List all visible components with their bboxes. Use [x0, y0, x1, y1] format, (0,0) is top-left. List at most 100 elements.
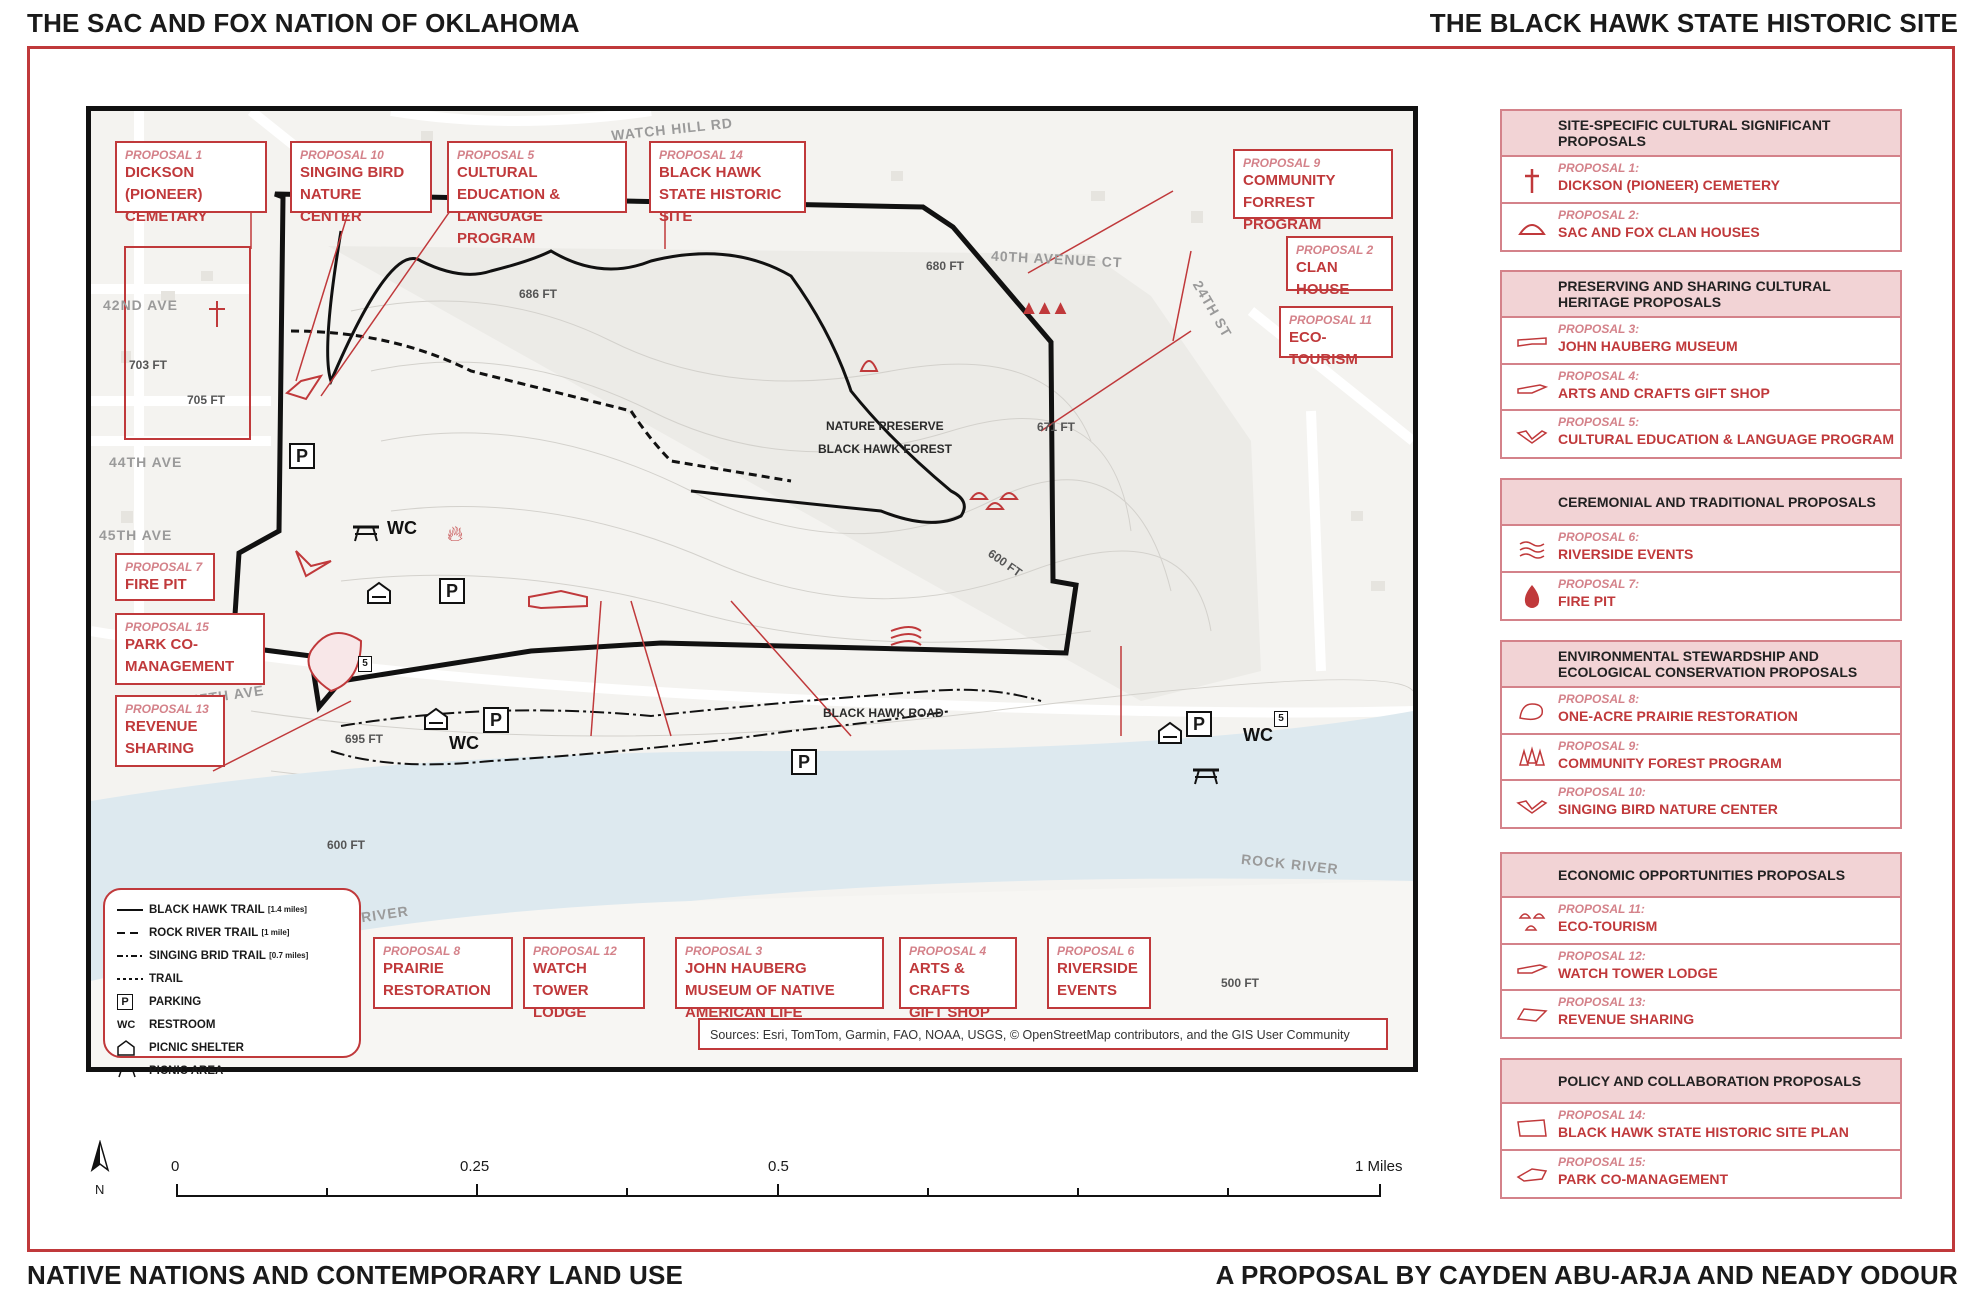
callout-number: PROPOSAL 5 [457, 148, 535, 162]
callout-number: PROPOSAL 15 [125, 620, 209, 634]
panel-item[interactable]: PROPOSAL 9:COMMUNITY FOREST PROGRAM [1500, 735, 1902, 781]
callout-number: PROPOSAL 11 [1289, 313, 1372, 327]
callout-title: RIVERSIDE EVENTS [1057, 960, 1138, 999]
scale-tick-label: 1 Miles [1355, 1158, 1403, 1175]
route-shield: 5 [358, 656, 372, 672]
panel-item[interactable]: PROPOSAL 5:CULTURAL EDUCATION & LANGUAGE… [1500, 411, 1902, 459]
scale-tick-label: 0 [171, 1158, 180, 1175]
callout-title: BLACK HAWK STATE HISTORIC SITE [659, 164, 782, 225]
rock-river [91, 711, 1413, 981]
panel-item[interactable]: PROPOSAL 1:DICKSON (PIONEER) CEMETERY [1500, 157, 1902, 204]
panel-item[interactable]: PROPOSAL 8:ONE-ACRE PRAIRIE RESTORATION [1500, 688, 1902, 735]
fire-icon [1524, 585, 1540, 608]
panel-item[interactable]: PROPOSAL 10:SINGING BIRD NATURE CENTER [1500, 781, 1902, 829]
parking-legend-icon: P [117, 993, 133, 1010]
black-hawk-trail [326, 230, 966, 524]
header-left-title: THE SAC AND FOX NATION OF OKLAHOMA [27, 8, 580, 38]
callout-number: PROPOSAL 13 [125, 702, 209, 716]
museum-shape [528, 589, 588, 610]
callout-number: PROPOSAL 12 [533, 944, 617, 958]
nature-preserve-label: NATURE PRESERVE [826, 419, 944, 433]
callout-proposal-15[interactable]: PROPOSAL 15 PARK CO-MANAGEMENT [115, 613, 265, 685]
street-label-44th: 44TH AVE [109, 454, 183, 470]
callout-title: ECO-TOURISM [1289, 329, 1358, 368]
panel-item[interactable]: PROPOSAL 3:JOHN HAUBERG MUSEUM [1500, 318, 1902, 365]
callout-proposal-2[interactable]: PROPOSAL 2 CLAN HOUSE [1286, 236, 1393, 298]
restroom-symbol: WC [449, 733, 479, 753]
header-right-title: THE BLACK HAWK STATE HISTORIC SITE [1429, 8, 1958, 38]
callout-title: PRAIRIE RESTORATION [383, 960, 491, 999]
callout-number: PROPOSAL 1 [125, 148, 203, 162]
prairie-shape [307, 632, 363, 693]
legend-row: BLACK HAWK TRAIL [1.4 miles] [117, 903, 307, 916]
cross-icon [1525, 169, 1539, 193]
restroom-legend-icon: WC [117, 1018, 136, 1031]
callout-proposal-6[interactable]: PROPOSAL 6 RIVERSIDE EVENTS [1047, 937, 1151, 1009]
panel-item[interactable]: PROPOSAL 7:FIRE PIT [1500, 573, 1902, 621]
panel-item[interactable]: PROPOSAL 14:BLACK HAWK STATE HISTORIC SI… [1500, 1104, 1902, 1151]
poster-frame [27, 46, 1955, 1252]
panel-group-header: SITE-SPECIFIC CULTURAL SIGNIFICANT PROPO… [1500, 109, 1902, 157]
panel-item[interactable]: PROPOSAL 2:SAC AND FOX CLAN HOUSES [1500, 204, 1902, 252]
callout-proposal-1[interactable]: PROPOSAL 1 DICKSON (PIONEER) CEMETARY [115, 141, 267, 225]
legend-row: ROCK RIVER TRAIL [1 mile] [117, 926, 290, 939]
co-management-icon [1516, 1168, 1548, 1182]
callout-number: PROPOSAL 6 [1057, 944, 1135, 958]
callout-number: PROPOSAL 10 [300, 148, 384, 162]
elevation-label: 695 FT [345, 732, 384, 746]
trees-icon: ▲▲▲ [1019, 297, 1070, 319]
panel-group-header: PRESERVING AND SHARING CULTURAL HERITAGE… [1500, 270, 1902, 318]
callout-proposal-14[interactable]: PROPOSAL 14 BLACK HAWK STATE HISTORIC SI… [649, 141, 806, 225]
callout-proposal-4[interactable]: PROPOSAL 4 ARTS & CRAFTS GIFT SHOP [899, 937, 1017, 1021]
scale-bar [176, 1184, 1381, 1197]
callout-proposal-5[interactable]: PROPOSAL 5 CULTURAL EDUCATION & LANGUAGE… [447, 141, 627, 247]
education-footprint-icon [1516, 430, 1548, 444]
callout-proposal-11[interactable]: PROPOSAL 11 ECO-TOURISM [1279, 306, 1393, 368]
legend-row: PICNIC SHELTER [117, 1036, 347, 1059]
nature-center-shape [284, 374, 324, 401]
street-label-42nd: 42ND AVE [103, 297, 178, 313]
callout-proposal-3[interactable]: PROPOSAL 3 JOHN HAUBERG MUSEUM OF NATIVE… [675, 937, 884, 1021]
callout-proposal-12[interactable]: PROPOSAL 12 WATCH TOWER LODGE [523, 937, 645, 1021]
callout-proposal-7[interactable]: PROPOSAL 7 FIRE PIT [115, 553, 215, 601]
panel-item[interactable]: PROPOSAL 4:ARTS AND CRAFTS GIFT SHOP [1500, 365, 1902, 411]
lodge-footprint-icon [1517, 964, 1549, 974]
picnic-area-icon [353, 525, 379, 542]
callout-title: ARTS & CRAFTS GIFT SHOP [909, 960, 990, 1021]
panel-item[interactable]: PROPOSAL 12:WATCH TOWER LODGE [1500, 945, 1902, 991]
callout-proposal-13[interactable]: PROPOSAL 13 REVENUE SHARING [115, 695, 225, 767]
revenue-outline-icon [1516, 1008, 1548, 1022]
panel-item[interactable]: PROPOSAL 6:RIVERSIDE EVENTS [1500, 526, 1902, 573]
callout-title: DICKSON (PIONEER) CEMETARY [125, 164, 208, 225]
parking-symbol: P [483, 707, 509, 733]
panel-group-header: POLICY AND COLLABORATION PROPOSALS [1500, 1058, 1902, 1104]
callout-proposal-8[interactable]: PROPOSAL 8 PRAIRIE RESTORATION [373, 937, 513, 1009]
legend-row: SINGING BRID TRAIL [0.7 miles] [117, 949, 309, 962]
callout-number: PROPOSAL 14 [659, 148, 743, 162]
black-hawk-road-label: BLACK HAWK ROAD [823, 706, 944, 720]
waves-icon [1519, 541, 1545, 559]
callout-title: WATCH TOWER LODGE [533, 960, 589, 1021]
callout-title: JOHN HAUBERG MUSEUM OF NATIVE AMERICAN L… [685, 960, 835, 1021]
callout-title: REVENUE SHARING [125, 718, 198, 757]
rock-river-trail [290, 329, 792, 483]
callout-proposal-9[interactable]: PROPOSAL 9 COMMUNITY FORREST PROGRAM [1233, 149, 1393, 233]
picnic-shelter-icon [367, 581, 391, 604]
route-shield: 5 [1274, 711, 1288, 727]
site-boundary [230, 191, 1079, 713]
callout-title: COMMUNITY FORREST PROGRAM [1243, 172, 1336, 233]
panel-item[interactable]: PROPOSAL 15:PARK CO-MANAGEMENT [1500, 1151, 1902, 1199]
prairie-outline-icon [1519, 703, 1544, 721]
parking-symbol: P [791, 749, 817, 775]
callout-proposal-10[interactable]: PROPOSAL 10 SINGING BIRD NATURE CENTER [290, 141, 432, 225]
callout-number: PROPOSAL 8 [383, 944, 461, 958]
callout-number: PROPOSAL 2 [1296, 243, 1374, 257]
street-label-45th: 45TH AVE [99, 527, 173, 543]
panel-item[interactable]: PROPOSAL 11:ECO-TOURISM [1500, 898, 1902, 945]
panel-item[interactable]: PROPOSAL 13:REVENUE SHARING [1500, 991, 1902, 1039]
gift-shop-footprint-icon [1517, 384, 1549, 394]
proposal-markers [124, 246, 1019, 693]
black-hawk-forest-label: BLACK HAWK FOREST [818, 442, 952, 456]
panel-group-header: CEREMONIAL AND TRADITIONAL PROPOSALS [1500, 478, 1902, 526]
